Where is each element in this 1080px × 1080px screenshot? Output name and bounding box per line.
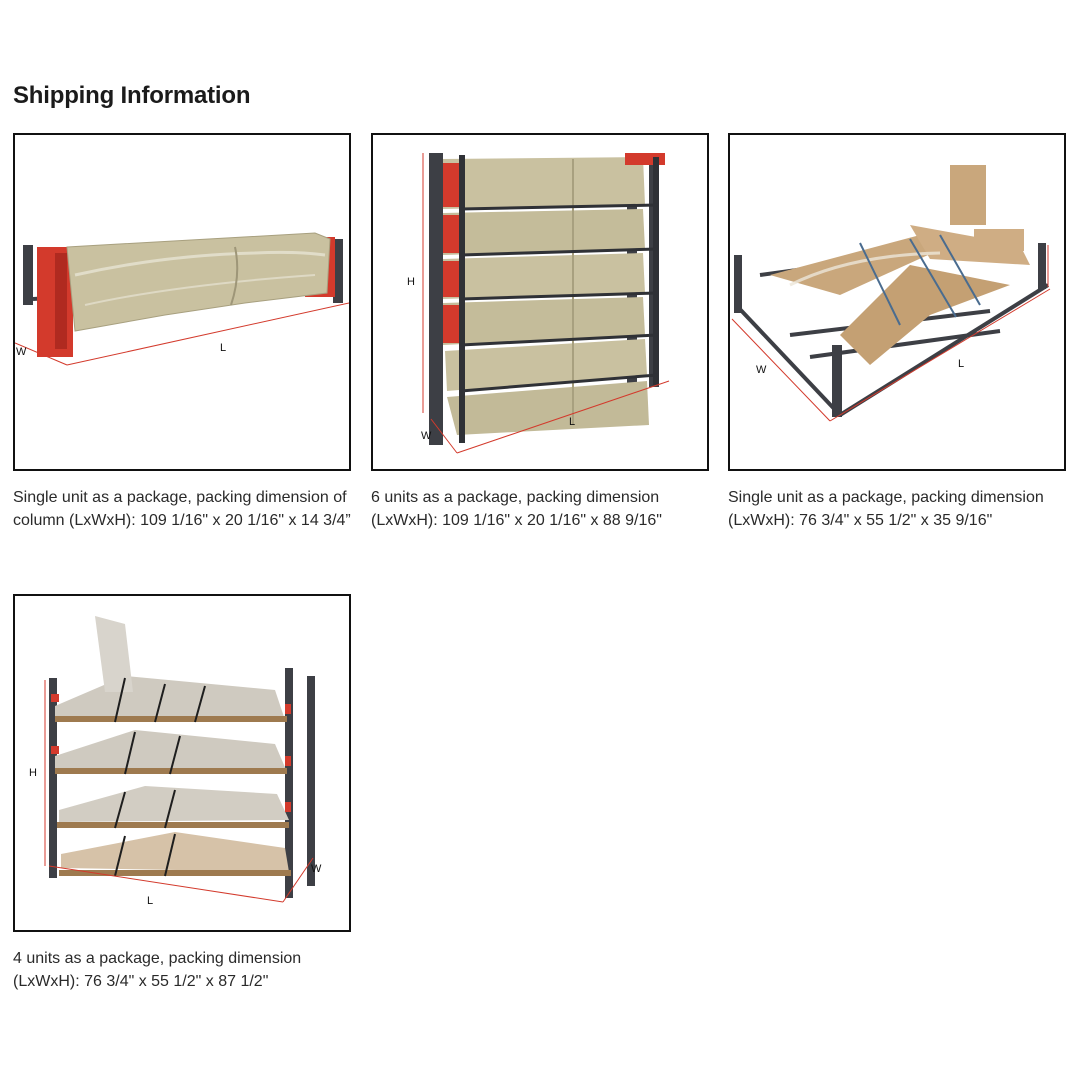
wrapped-arms-tiers (55, 616, 291, 876)
package-caption-arms-single: Single unit as a package, packing dimens… (728, 489, 1044, 529)
package-caption-arms-four: 4 units as a package, packing dimension … (13, 950, 302, 990)
package-card-column-single: L W Single unit as a package, packing di… (13, 133, 351, 532)
package-card-column-six: H W L 6 units as a package, packing dime… (371, 133, 709, 532)
page-title: Shipping Information (13, 82, 251, 109)
dimension-label-h: H (29, 767, 37, 779)
blue-straps (859, 234, 981, 326)
dimension-label-h: H (407, 276, 415, 288)
red-end-caps (443, 153, 665, 343)
dimension-lines: L W (15, 302, 349, 366)
dimension-label-w: W (311, 863, 322, 875)
red-corner-markers (51, 694, 291, 812)
package-caption-column-six: 6 units as a package, packing dimension … (371, 489, 662, 529)
package-image-arms-single: W L (728, 133, 1066, 471)
package-caption-column-single: Single unit as a package, packing dimens… (13, 489, 351, 529)
package-card-arms-single: W L Single unit as a package, packing di… (728, 133, 1066, 532)
dimension-lines: W L (731, 245, 1051, 422)
column-single-package-illustration: L W (15, 232, 349, 366)
steel-rack (49, 668, 315, 898)
dimension-label-w: W (756, 364, 767, 376)
black-straps (114, 677, 206, 877)
arms-four-package-illustration: H W L (29, 616, 322, 907)
dimension-lines: H W L (407, 153, 670, 454)
wrapped-lift-arms (770, 165, 1030, 365)
package-image-column-six: H W L (371, 133, 709, 471)
dimension-label-l: L (958, 358, 964, 370)
dimension-label-l: L (220, 342, 226, 354)
dimension-label-l: L (569, 416, 575, 428)
column-six-package-illustration: H W L (407, 153, 670, 454)
dimension-label-w: W (16, 346, 27, 358)
dimension-label-w: W (421, 430, 432, 442)
package-image-column-single: L W (13, 133, 351, 471)
wrapped-column (66, 232, 331, 332)
arms-single-package-illustration: W L (731, 165, 1051, 422)
package-card-arms-four: H W L 4 units as a package, packing dime… (13, 594, 351, 993)
dimension-label-l: L (147, 895, 153, 907)
dimension-lines: H W L (29, 680, 322, 907)
package-image-arms-four: H W L (13, 594, 351, 932)
wrapped-columns-stack (443, 157, 649, 435)
